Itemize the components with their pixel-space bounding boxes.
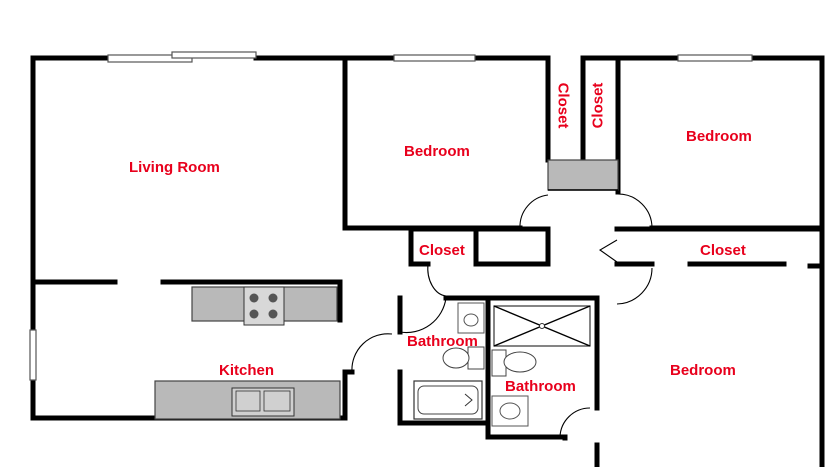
door-swing [559,407,591,438]
door-swing [427,263,447,297]
door-swing [399,297,447,334]
bedroom-label: Bedroom [670,362,736,379]
doors [351,193,653,438]
toilet [467,346,485,370]
door-swing [351,333,393,373]
window [393,54,476,62]
bedroom-label: Bedroom [686,128,752,145]
door-swing [617,193,653,229]
closet-label: Closet [419,242,465,259]
door-swing [519,194,549,229]
kitchen-label: Kitchen [219,362,275,379]
closet-label: Closet [700,242,746,259]
closet-label: Closet [554,82,572,129]
bathroom-sink [491,395,529,427]
bathtub [413,380,483,420]
exterior-walls [30,55,825,467]
window [171,51,257,59]
window [677,54,753,62]
window [29,329,37,381]
door-swing [598,239,618,263]
living-room-label: Living Room [129,159,220,176]
fixtures [154,159,619,427]
door-swing [616,267,653,305]
closet-shelf [547,159,619,191]
bathroom-label: Bathroom [505,378,576,395]
bedroom-label: Bedroom [404,143,470,160]
stove [243,286,285,326]
closet-label: Closet [589,82,607,129]
bathroom-label: Bathroom [407,333,478,350]
kitchen-sink [231,387,295,417]
interior-walls [30,55,825,441]
burner [268,309,278,319]
burner [249,293,259,303]
burner [249,309,259,319]
burner [268,293,278,303]
windows [29,51,753,381]
bathroom-sink [457,302,485,334]
